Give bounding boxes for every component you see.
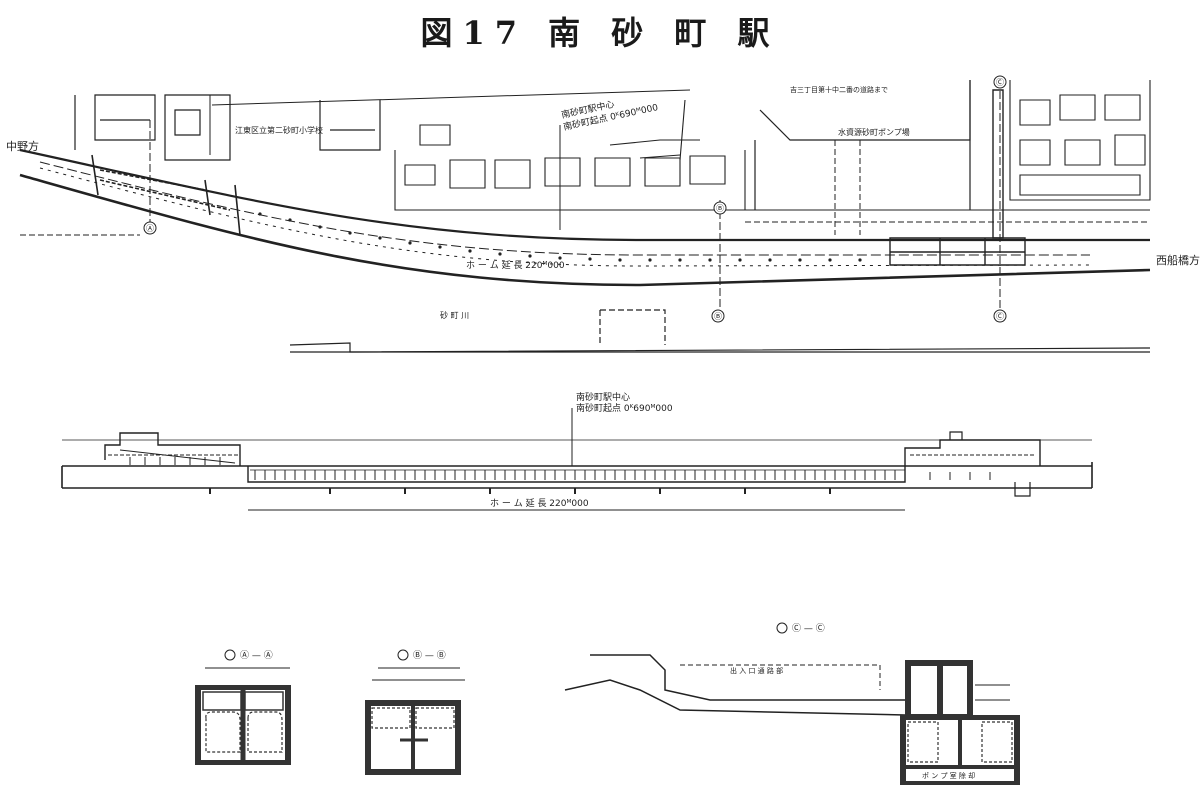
profile-station-center-km: 南砂町起点 0ᴷ690ᴹ000 [576,402,673,414]
profile-ribs [129,457,991,480]
figure-title: 図17 南 砂 町 駅 [420,14,780,52]
tunnel-alignment [19,148,1151,287]
profile-piles [209,488,831,494]
building-blocks-right [1009,80,1151,201]
plan-view [19,80,1151,310]
marker-c-bottom: Ⓒ [996,312,1004,321]
profile-station-center: 南砂町駅中心 [576,391,630,403]
school-label: 江東区立第二砂町小学校 [235,125,323,135]
right-direction-label: 西船橋方 [1156,253,1200,267]
section-cut-lines [149,80,1001,310]
section-aa-label: Ⓐ — Ⓐ [240,650,273,661]
section-markers-plan: Ⓐ Ⓑ Ⓑ Ⓒ Ⓒ [143,75,1007,323]
section-bb-label: Ⓑ — Ⓑ [413,650,446,661]
marker-b-top: Ⓑ [716,204,724,213]
section-cc: Ⓒ — Ⓒ 出 入 口 通 路 部 ポ ン プ 室 除 却 [564,622,1020,785]
marker-b-bottom: Ⓑ [714,312,722,321]
section-cc-label: Ⓒ — Ⓒ [792,623,825,634]
road-lines [20,209,1150,236]
plan-left-end-structure [91,154,241,236]
tunnel-centerlines [39,161,1091,267]
profile-platform-length: ホ ー ム 延 長 220ᴹ000 [490,497,589,509]
left-direction-label: 中野方 [6,139,39,153]
section-cc-top-note: 出 入 口 通 路 部 [730,666,783,675]
section-aa: Ⓐ — Ⓐ [195,649,291,765]
platform-dot-row [258,212,862,262]
section-bb: Ⓑ — Ⓑ [365,649,465,775]
marker-c-top: Ⓒ [996,78,1004,87]
station-center-leader [209,89,691,230]
river-label: 砂 町 川 [440,310,469,320]
top-note-label: 吉三丁目第十中二番の道路まで [790,85,888,94]
pump-station-block [754,80,971,210]
building-blocks-left [74,94,381,161]
section-cc-note: ポ ン プ 室 除 却 [922,771,975,780]
plan-platform-length: ホ ー ム 延 長 220ᴹ000 [466,259,565,271]
marker-a: Ⓐ [146,224,154,233]
plan-right-end-structure [889,89,1026,266]
river-strip [289,309,1151,353]
building-blocks-center [394,99,746,211]
profile-view [61,408,1093,511]
pump-station-label: 水資源砂町ポンプ場 [838,127,910,137]
